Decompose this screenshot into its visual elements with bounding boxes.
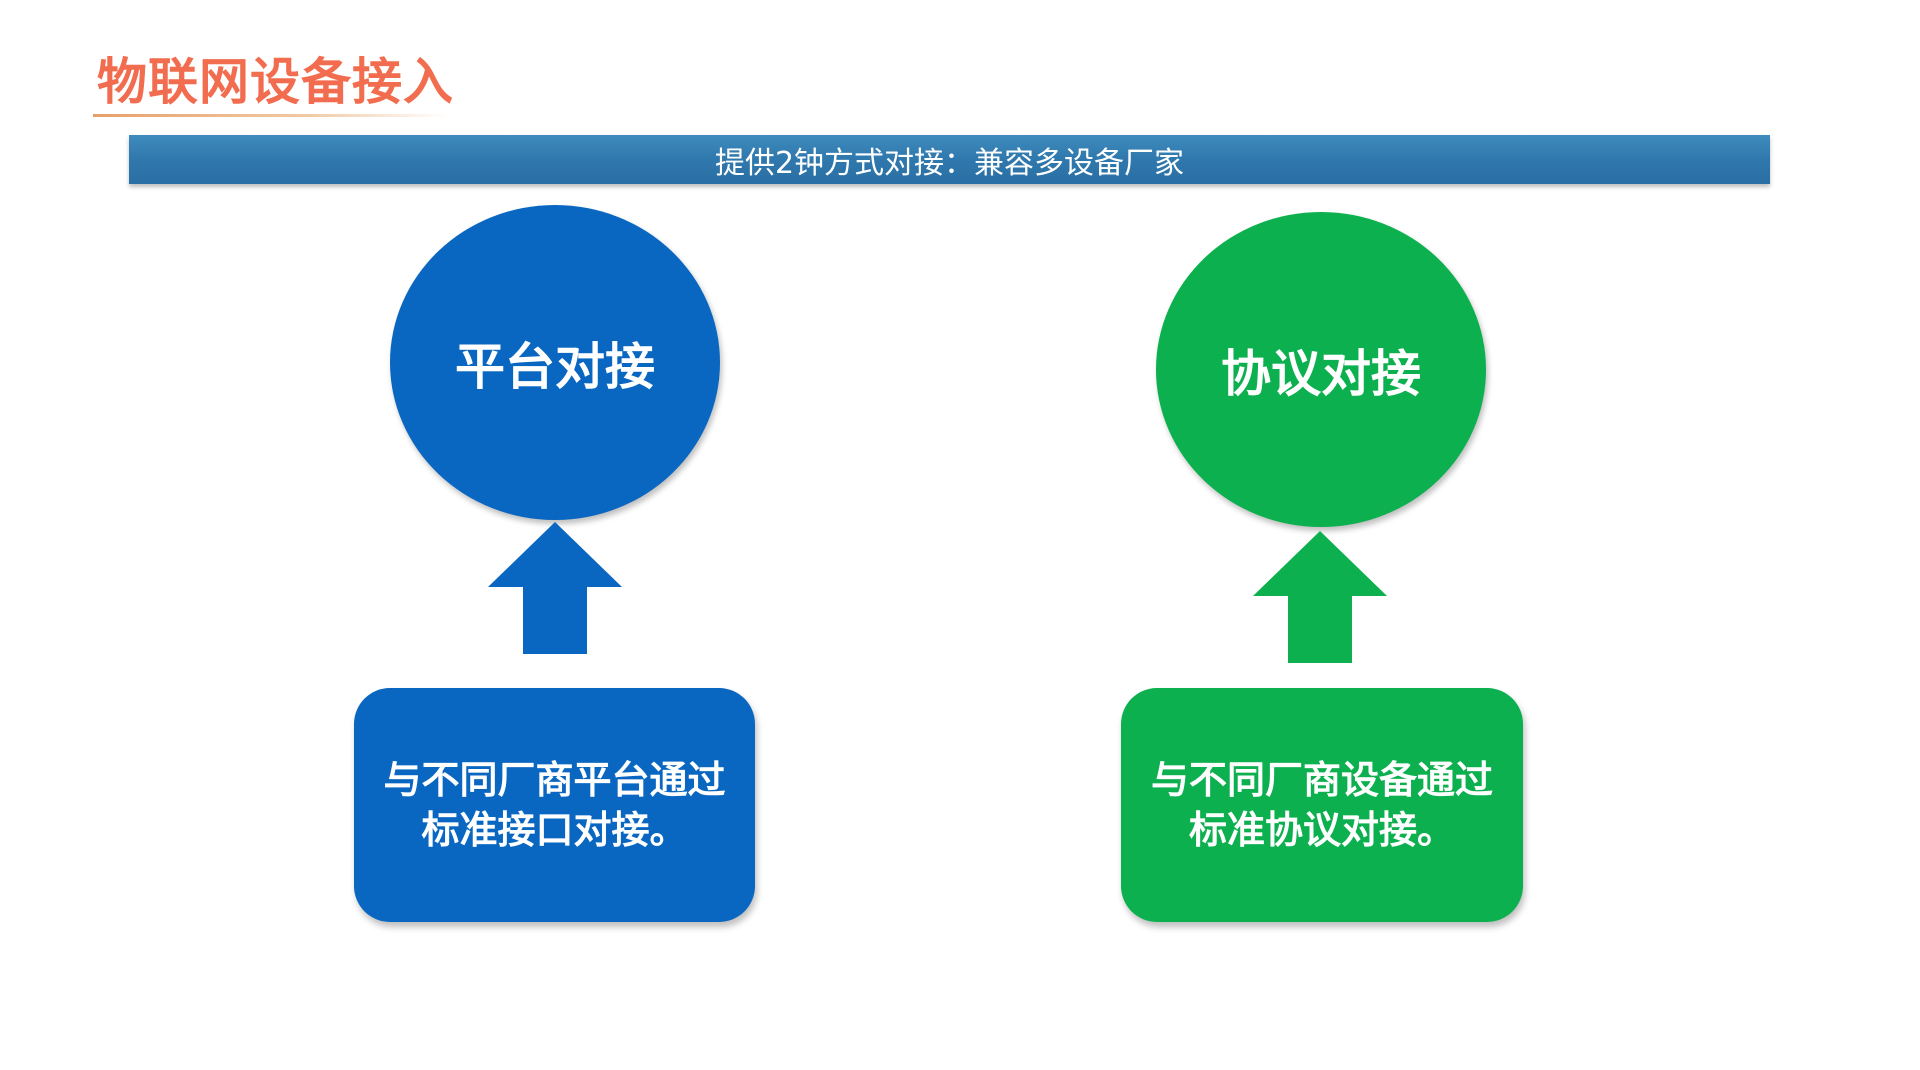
protocol-integration-box: 与不同厂商设备通过 标准协议对接。 [1121,688,1523,922]
protocol-integration-circle: 协议对接 [1156,212,1486,527]
protocol-integration-label: 协议对接 [1221,344,1421,403]
page-title: 物联网设备接入 [97,53,454,111]
protocol-description-line-1: 与不同厂商设备通过 [1150,758,1493,802]
banner: 提供2钟方式对接：兼容多设备厂家 [129,135,1770,184]
title-underline [93,114,448,117]
arrow-up-icon [488,522,622,654]
banner-text: 提供2钟方式对接：兼容多设备厂家 [714,145,1185,181]
platform-integration-box: 与不同厂商平台通过 标准接口对接。 [354,688,755,922]
arrow-up-icon [1253,531,1387,663]
platform-integration-description: 与不同厂商平台通过 标准接口对接。 [383,755,725,855]
platform-description-line-1: 与不同厂商平台通过 [383,758,726,802]
platform-integration-label: 平台对接 [455,337,655,396]
protocol-description-line-2: 标准协议对接。 [1188,808,1455,852]
protocol-integration-description: 与不同厂商设备通过 标准协议对接。 [1151,755,1493,855]
platform-description-line-2: 标准接口对接。 [421,808,688,852]
platform-integration-circle: 平台对接 [390,205,720,520]
